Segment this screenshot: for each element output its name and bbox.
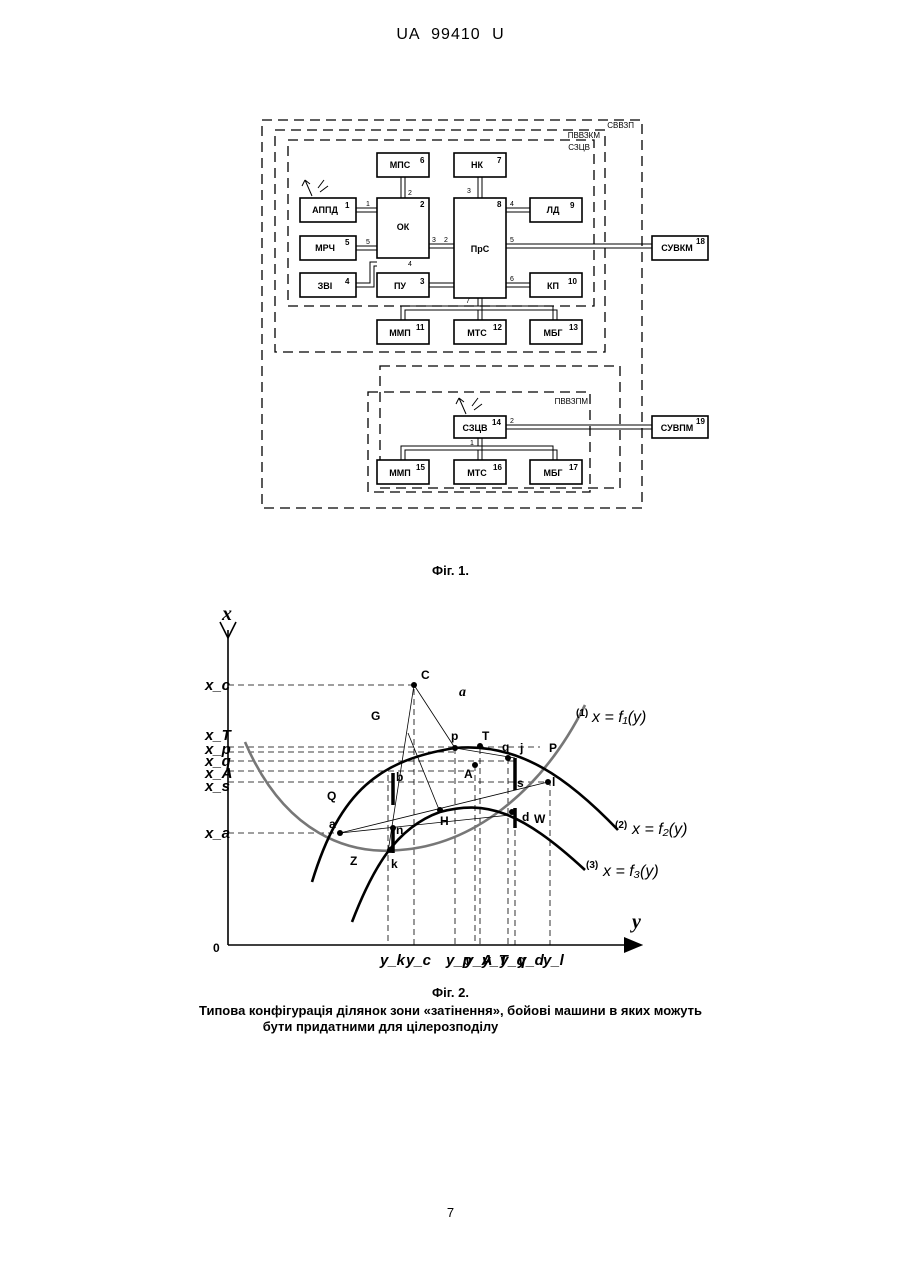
port-number: 1	[470, 440, 474, 447]
block-number: 10	[568, 277, 577, 286]
block-label: СУВКМ	[661, 243, 692, 253]
curve-3-formula: x = f₃(y)	[602, 863, 659, 880]
block-number: 11	[416, 323, 425, 332]
block-number: 16	[493, 463, 502, 472]
block-label: ПУ	[394, 281, 406, 291]
point-label: a	[329, 817, 336, 831]
x-tick-label: x_c	[204, 677, 231, 694]
block-label: ЗВІ	[318, 281, 333, 291]
figure-1-caption: Фіг. 1.	[0, 563, 901, 578]
point-label: d	[522, 810, 529, 824]
port-number: 6	[510, 276, 514, 283]
port-number: 2	[510, 418, 514, 425]
figure-1-block-diagram: СВВЗП ПВВЗКМ СЗЦВ ПВВЗПМ АППД ОК ПУ ЗВІ …	[0, 0, 901, 600]
block-number: 7	[497, 156, 502, 165]
block-label: КП	[547, 281, 559, 291]
block-label: МРЧ	[315, 243, 335, 253]
curve-3-num: (3)	[586, 860, 598, 871]
port-number: 2	[408, 190, 412, 197]
point-label: k	[391, 857, 398, 871]
zone-label-szcv: СЗЦВ	[568, 143, 590, 152]
block-number: 3	[420, 277, 425, 286]
point-label: W	[534, 812, 546, 826]
block-number: 1	[345, 201, 350, 210]
block-label: ОК	[397, 222, 410, 232]
block-label: МПС	[390, 160, 411, 170]
y-tick-label: y_k	[379, 952, 406, 969]
point-label: n	[396, 823, 403, 837]
figure-2-caption: Фіг. 2.	[0, 985, 901, 1000]
block-number: 8	[497, 200, 502, 209]
block-number: 13	[569, 323, 578, 332]
port-number: 7	[466, 298, 470, 305]
zone-label-pvvzpm: ПВВЗПМ	[555, 397, 589, 406]
port-number: 3	[467, 188, 471, 195]
point-label: P	[549, 741, 557, 755]
curve-1-formula: x = f₁(y)	[591, 709, 646, 726]
block-label: МБГ	[543, 468, 562, 478]
point-label: Q	[327, 789, 336, 803]
block-label: ММП	[389, 468, 410, 478]
figure-2-description-line-2: бути придатними для цілерозподілу	[0, 1019, 831, 1035]
page-number: 7	[0, 1205, 901, 1220]
block-number: 4	[345, 277, 350, 286]
point-label: l	[552, 775, 555, 789]
block-number: 19	[696, 417, 705, 426]
svg-text:a: a	[459, 685, 466, 700]
guide-lines	[228, 685, 550, 945]
port-number: 1	[366, 201, 370, 208]
point-label: j	[519, 741, 523, 755]
point-label: H	[440, 814, 449, 828]
block-label: ММП	[389, 328, 410, 338]
port-number: 4	[510, 201, 514, 208]
y-tick-label: y_d	[517, 952, 545, 969]
zone-label-pvvzkm: ПВВЗКМ	[568, 131, 601, 140]
point-label: C	[421, 668, 430, 682]
point-label: b	[396, 770, 403, 784]
figure-2-plot: x y 0	[0, 600, 901, 990]
block-label: ПрС	[471, 244, 490, 254]
port-number: 5	[510, 237, 514, 244]
origin-label: 0	[213, 941, 220, 955]
x-axis-label: x	[221, 603, 232, 625]
point-label: G	[371, 709, 380, 723]
point-label: q	[502, 740, 509, 754]
block-number: 6	[420, 156, 425, 165]
curve-2-formula: x = f₂(y)	[631, 821, 687, 838]
zone-label-svvzp: СВВЗП	[607, 121, 634, 130]
block-number: 9	[570, 201, 575, 210]
port-number: 3	[432, 237, 436, 244]
figure-2-description-line-1: Типова конфігурація ділянок зони «затіне…	[0, 1003, 901, 1019]
block-number: 17	[569, 463, 578, 472]
y-tick-label: y_l	[542, 952, 565, 969]
port-number: 4	[408, 261, 412, 268]
x-tick-label: x_s	[204, 778, 230, 795]
block-label: МТС	[467, 328, 487, 338]
point-label: T	[482, 729, 490, 743]
port-number: 2	[444, 237, 448, 244]
block-number: 18	[696, 237, 705, 246]
block-number: 12	[493, 323, 502, 332]
block-label: СЗЦВ	[462, 423, 488, 433]
port-number: 5	[366, 239, 370, 246]
block-label: МТС	[467, 468, 487, 478]
block-label: ЛД	[547, 205, 560, 215]
block-number: 2	[420, 200, 425, 209]
point-label: A	[464, 767, 473, 781]
block-label: АППД	[312, 205, 338, 215]
point-label: p	[451, 729, 458, 743]
curve-1-num: (1)	[576, 708, 588, 719]
y-tick-label: y_c	[405, 952, 432, 969]
curve-2-num: (2)	[615, 820, 627, 831]
block-label: МБГ	[543, 328, 562, 338]
block-number: 14	[492, 418, 501, 427]
block-label: НК	[471, 160, 483, 170]
y-axis-label: y	[630, 911, 641, 933]
point-label: Z	[350, 854, 357, 868]
block-number: 15	[416, 463, 425, 472]
block-number: 5	[345, 238, 350, 247]
x-tick-label: x_a	[204, 825, 230, 842]
point-label: s	[517, 776, 524, 790]
block-label: СУВПМ	[661, 423, 693, 433]
